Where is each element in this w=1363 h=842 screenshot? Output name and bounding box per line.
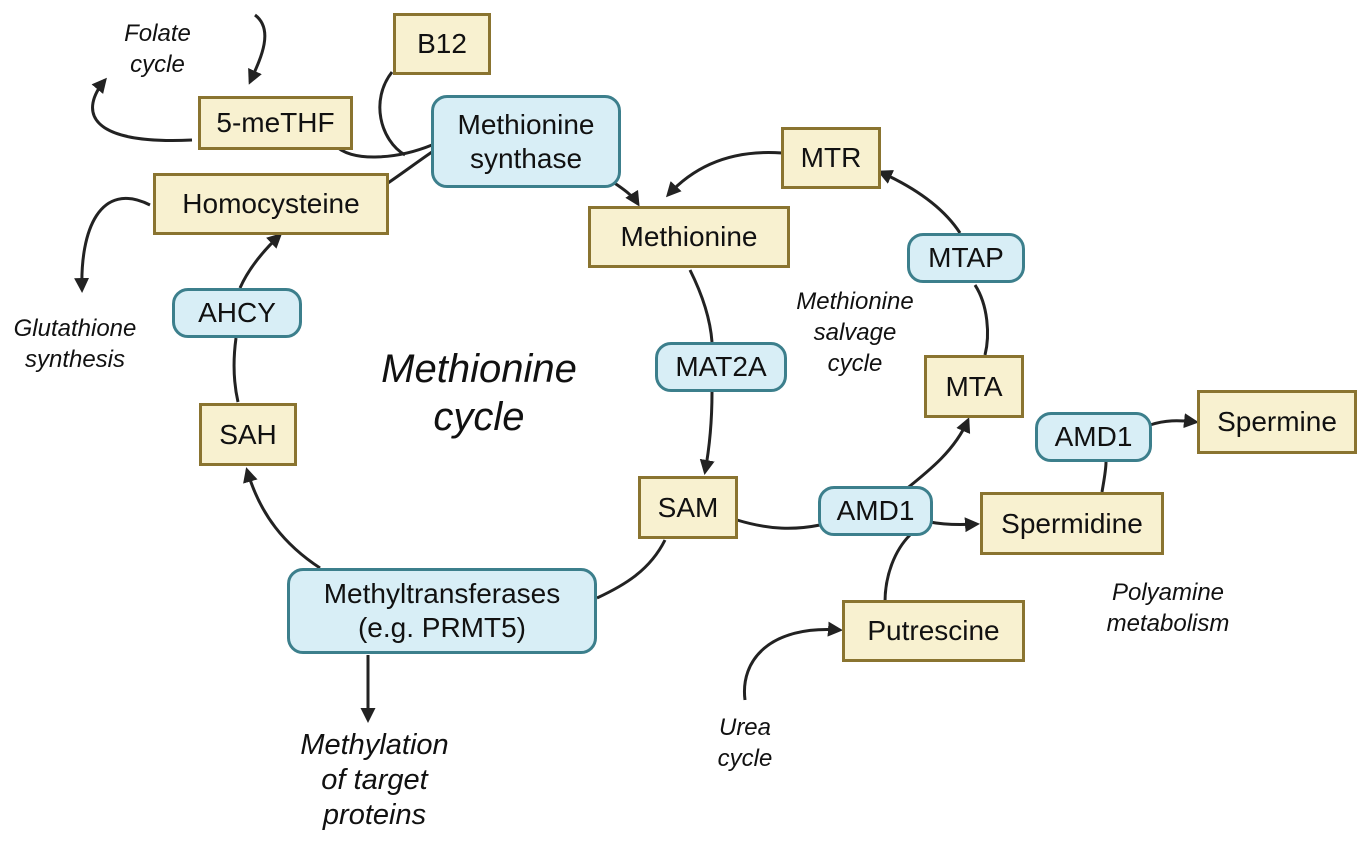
methyltransferases-enzyme: Methyltransferases (e.g. PRMT5) <box>287 568 597 654</box>
arrow-mtr-to-methionine <box>665 151 783 198</box>
urea-cycle-label: Urea cycle <box>717 714 773 773</box>
polyamine-metabolism-label: Polyamine metabolism <box>1106 579 1230 638</box>
methionine-cycle-label: Methionine cycle <box>381 347 577 439</box>
line-sah-to-ahcy <box>232 337 240 403</box>
mat2a-enzyme: MAT2A <box>655 342 787 392</box>
mtap-enzyme: MTAP <box>907 233 1025 283</box>
folate-cycle-label: Folate cycle <box>124 20 191 79</box>
sah-box: SAH <box>199 403 297 466</box>
arrow-5methf-to-folate <box>91 77 193 142</box>
line-methionine-to-mat2a <box>688 269 714 343</box>
arrow-homocysteine-to-glutathione <box>74 197 151 293</box>
arrow-amd1-to-spermidine <box>929 517 980 533</box>
ahcy-enzyme: AHCY <box>172 288 302 338</box>
glutathione-synthesis-label: Glutathione synthesis <box>13 315 137 374</box>
homocysteine-box: Homocysteine <box>153 173 389 235</box>
arrow-mat2a-to-sam <box>699 391 715 475</box>
b12-box: B12 <box>393 13 491 75</box>
sam-box: SAM <box>638 476 738 539</box>
mta-box: MTA <box>924 355 1024 418</box>
mtr-box: MTR <box>781 127 881 189</box>
amd1-polyamine-enzyme: AMD1 <box>1035 412 1152 462</box>
arrow-amd1-polyamine-to-spermine <box>1149 413 1199 429</box>
arrow-amd1-to-mta <box>904 417 971 492</box>
arrow-methyltransferases-to-sah <box>243 467 321 570</box>
line-spermidine-to-amd1-polyamine <box>1100 461 1108 493</box>
methionine-box: Methionine <box>588 206 790 268</box>
line-putrescine-to-amd1 <box>883 533 912 603</box>
arrow-mtap-to-mtr <box>877 170 962 234</box>
line-sam-to-methyltransferases <box>596 539 667 600</box>
arrow-urea-to-putrescine <box>742 621 843 701</box>
line-sam-to-amd1 <box>736 518 821 530</box>
spermidine-box: Spermidine <box>980 492 1164 555</box>
line-b12-to-synthase <box>378 71 406 157</box>
methylation-of-target-proteins-label: Methylation of target proteins <box>300 729 449 831</box>
line-mta-to-mtap <box>973 284 990 356</box>
arrow-ahcy-to-homocysteine <box>238 232 283 289</box>
methionine-salvage-cycle-label: Methionine salvage cycle <box>796 288 914 378</box>
arrow-folate-to-5methf <box>248 13 267 85</box>
spermine-box: Spermine <box>1197 390 1357 454</box>
amd1-enzyme: AMD1 <box>818 486 933 536</box>
5-methf-box: 5-meTHF <box>198 96 353 150</box>
methionine-synthase-enzyme: Methionine synthase <box>431 95 621 188</box>
putrescine-box: Putrescine <box>842 600 1025 662</box>
